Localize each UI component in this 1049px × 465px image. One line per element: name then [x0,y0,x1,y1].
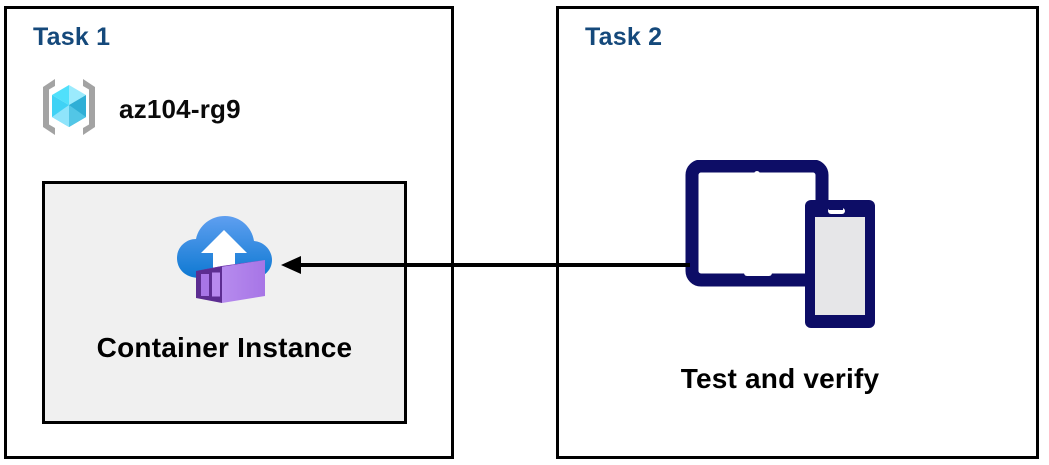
container-instance-box: Container Instance [42,181,407,424]
test-and-verify-node: Test and verify [680,159,880,395]
panel-task-1: Task 1 [4,6,454,459]
azure-container-instance-icon [172,206,277,316]
container-instance-label: Container Instance [96,332,353,363]
resource-group-name: az104-rg9 [119,94,241,124]
test-and-verify-label: Test and verify [680,363,880,394]
resource-group-row: az104-rg9 [33,71,241,148]
panel-task-2: Task 2 [556,6,1039,459]
panel-task-1-title: Task 1 [33,23,111,51]
azure-resource-group-icon [33,71,105,148]
tablet-and-phone-devices-icon [685,159,875,335]
panel-task-2-title: Task 2 [585,23,663,51]
